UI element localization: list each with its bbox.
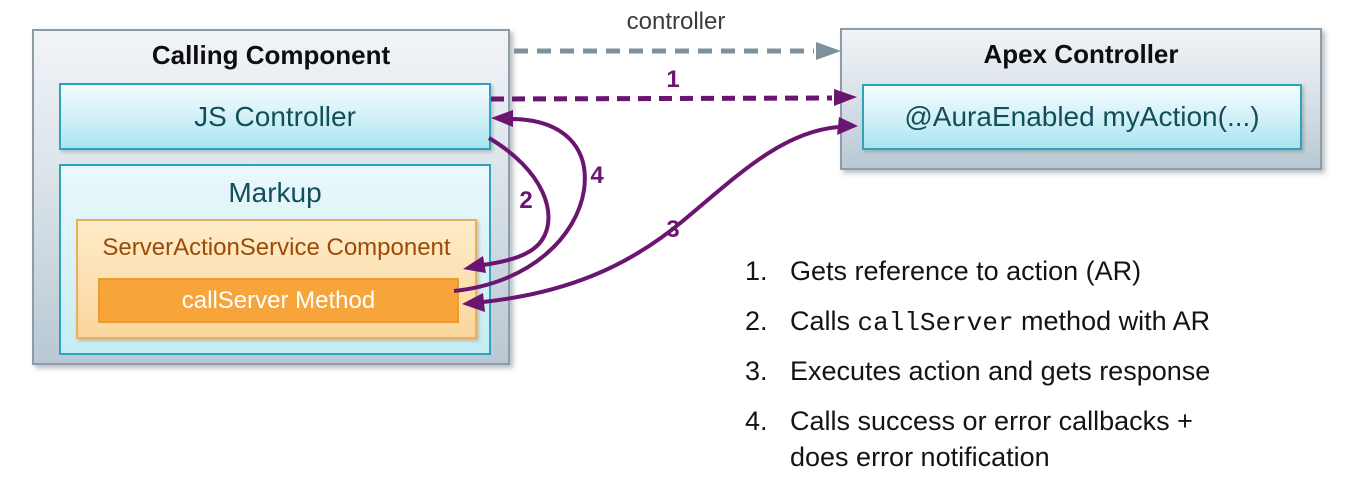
- step-item-2: 2. Calls callServer method with AR: [745, 304, 1335, 340]
- step-text: Executes action and gets response: [790, 356, 1211, 386]
- js-controller-label: JS Controller: [194, 100, 356, 132]
- apex-controller-box: Apex Controller @AuraEnabled myAction(..…: [840, 28, 1322, 170]
- call-server-box: callServer Method: [98, 278, 459, 323]
- step-number: 4.: [745, 406, 768, 436]
- calling-component-title: Calling Component: [151, 40, 391, 70]
- arrow-1-label: 1: [666, 66, 680, 93]
- server-action-service-label: ServerActionService Component: [102, 234, 451, 261]
- markup-label: Markup: [228, 177, 322, 208]
- step-text: Calls success or error callbacks +does e…: [790, 406, 1193, 472]
- step-number: 2.: [745, 306, 768, 336]
- step-item-4: 4. Calls success or error callbacks +doe…: [745, 404, 1335, 474]
- step-list: 1. Gets reference to action (AR) 2. Call…: [745, 254, 1335, 488]
- step-number: 1.: [745, 256, 768, 286]
- step-text: Gets reference to action (AR): [790, 256, 1142, 286]
- apex-controller-title: Apex Controller: [983, 39, 1179, 69]
- markup-box: Markup ServerActionService Component cal…: [59, 164, 491, 355]
- aura-enabled-box: @AuraEnabled myAction(...): [862, 84, 1302, 150]
- arrow-4-label: 4: [590, 162, 604, 189]
- step-text: Calls callServer method with AR: [790, 306, 1211, 338]
- js-controller-box: JS Controller: [59, 83, 491, 150]
- step-number: 3.: [745, 356, 768, 386]
- controller-arrowhead-icon: [816, 42, 841, 60]
- server-action-service-box: ServerActionService Component callServer…: [76, 219, 477, 339]
- step-item-1: 1. Gets reference to action (AR): [745, 254, 1335, 290]
- step-item-3: 3. Executes action and gets response: [745, 354, 1335, 390]
- arrow-1-line: [490, 95, 833, 102]
- controller-arrow-label: controller: [626, 8, 726, 35]
- call-server-label: callServer Method: [181, 286, 376, 314]
- calling-component-box: Calling Component JS Controller Markup S…: [32, 29, 510, 365]
- aura-enabled-label: @AuraEnabled myAction(...): [904, 101, 1260, 132]
- arrow-2-label: 2: [519, 187, 533, 214]
- arrow-3-label: 3: [666, 216, 680, 243]
